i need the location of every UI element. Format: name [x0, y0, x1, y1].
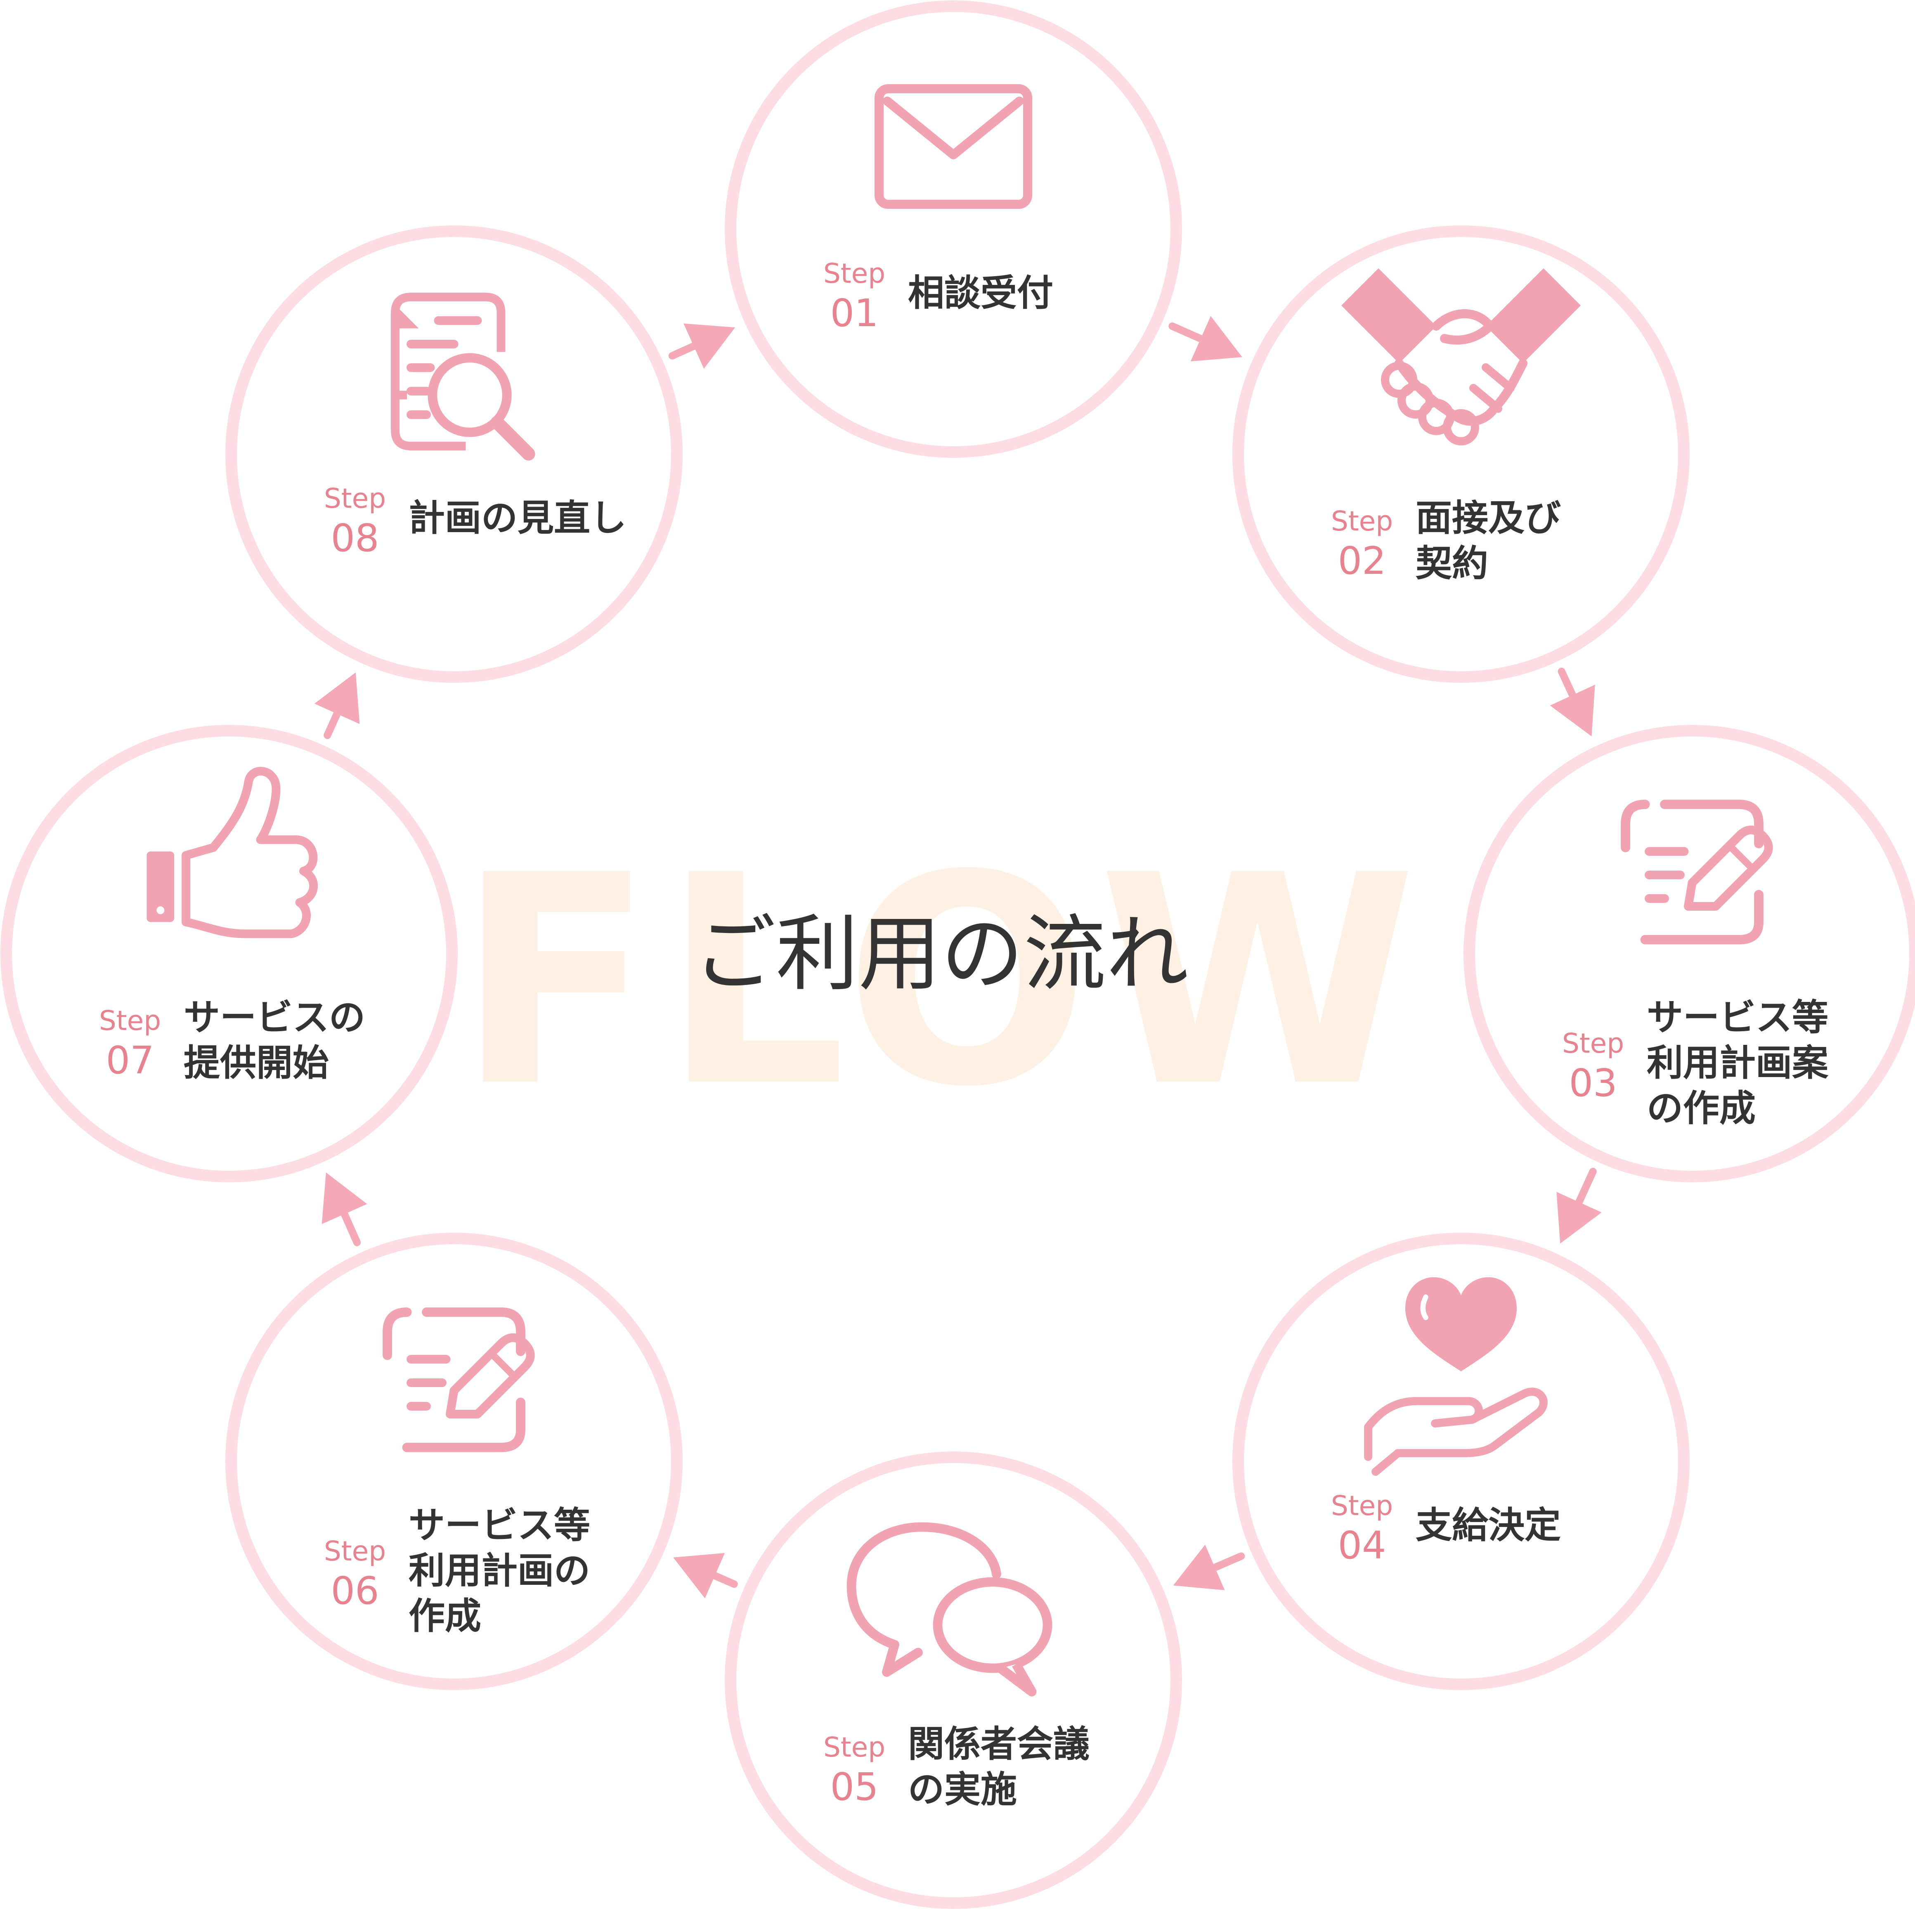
step-number: 08 — [331, 516, 379, 560]
step-label-line: サービスの — [184, 996, 365, 1039]
step-label-line: サービス等 — [1647, 996, 1828, 1039]
step-number: 02 — [1338, 539, 1386, 583]
flow-arrow-6 — [322, 1172, 367, 1246]
step-label-line: 関係者会議 — [908, 1723, 1090, 1765]
step-label-line: 作成 — [409, 1595, 481, 1637]
step-ring — [225, 225, 683, 683]
step-ring — [225, 1233, 683, 1690]
step-number: 01 — [830, 291, 878, 335]
step-number: 03 — [1569, 1061, 1617, 1105]
flow-watermark: FLOW — [457, 814, 1425, 1150]
step-label-line: 提供開始 — [184, 1042, 329, 1084]
step-ring — [1232, 225, 1690, 683]
step-word: Step — [1562, 1028, 1624, 1059]
step-word: Step — [1331, 505, 1393, 537]
step-label-line: 面接及び — [1416, 497, 1561, 539]
step-label-line: の作成 — [1647, 1087, 1756, 1129]
step-label-line: 利用計画案 — [1647, 1042, 1829, 1084]
step-label-line: 契約 — [1416, 542, 1488, 585]
step-label-line: 計画の見直し — [409, 497, 627, 539]
flow-arrow-7 — [314, 672, 360, 739]
step-number: 07 — [106, 1038, 154, 1082]
step-word: Step — [324, 483, 386, 514]
step-label-line: 利用計画の — [409, 1549, 590, 1592]
step-word: Step — [1331, 1490, 1393, 1522]
flow-arrow-4 — [1173, 1544, 1245, 1591]
flow-arrow-2 — [1550, 668, 1595, 736]
flow-arrow-1 — [1168, 316, 1242, 362]
step-word: Step — [823, 258, 885, 289]
flow-arrow-5 — [673, 1553, 738, 1598]
step-label-line: 支給決定 — [1416, 1504, 1561, 1546]
step-word: Step — [99, 1005, 161, 1037]
step-ring — [1463, 725, 1915, 1182]
step-ring — [725, 0, 1182, 458]
flow-arrow-3 — [1556, 1167, 1602, 1244]
connector-arrows — [314, 316, 1602, 1598]
step-label-line: の実施 — [908, 1768, 1017, 1811]
step-number: 05 — [830, 1765, 878, 1809]
flow-title: ご利用の流れ — [693, 906, 1189, 1002]
step-ring — [0, 725, 458, 1182]
flow-arrow-8 — [668, 323, 735, 369]
step-ring — [1232, 1233, 1690, 1690]
step-word: Step — [823, 1731, 885, 1763]
step-label-line: サービス等 — [409, 1504, 590, 1546]
step-word: Step — [324, 1535, 386, 1567]
step-number: 06 — [331, 1569, 379, 1613]
step-ring — [725, 1451, 1182, 1909]
step-number: 04 — [1338, 1523, 1386, 1567]
step-label-line: 相談受付 — [908, 272, 1053, 314]
